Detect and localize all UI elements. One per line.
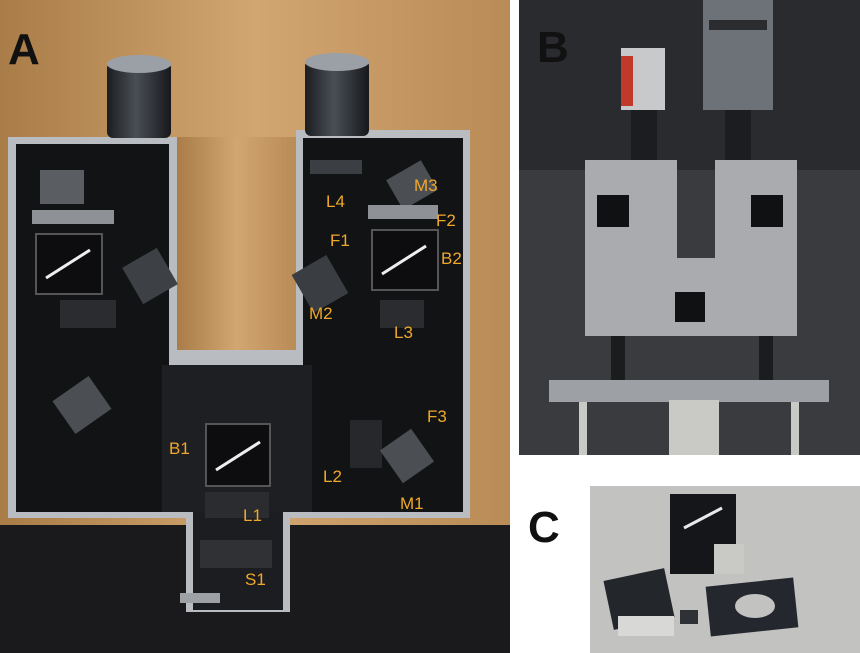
label-s1: S1: [245, 570, 266, 589]
label-m3: M3: [414, 176, 438, 195]
panel-c-letter: C: [528, 503, 560, 552]
panel-a-photo: [0, 0, 510, 653]
label-f1: F1: [330, 231, 350, 250]
label-f2: F2: [436, 211, 456, 230]
label-l4: L4: [326, 192, 345, 211]
panel-b-letter: B: [537, 23, 569, 72]
label-b1: B1: [169, 439, 190, 458]
panel-c-photo: [590, 486, 860, 653]
panel-a-letter: A: [8, 25, 40, 74]
label-f3: F3: [427, 407, 447, 426]
panel-b-illustration: [519, 0, 860, 455]
label-b2: B2: [441, 249, 462, 268]
panel-a-illustration: [0, 0, 510, 653]
label-l2: L2: [323, 467, 342, 486]
panel-b-photo: [519, 0, 860, 455]
panel-c-illustration: [590, 486, 860, 653]
label-m1: M1: [400, 494, 424, 513]
label-m2: M2: [309, 304, 333, 323]
label-l1: L1: [243, 506, 262, 525]
label-l3: L3: [394, 323, 413, 342]
